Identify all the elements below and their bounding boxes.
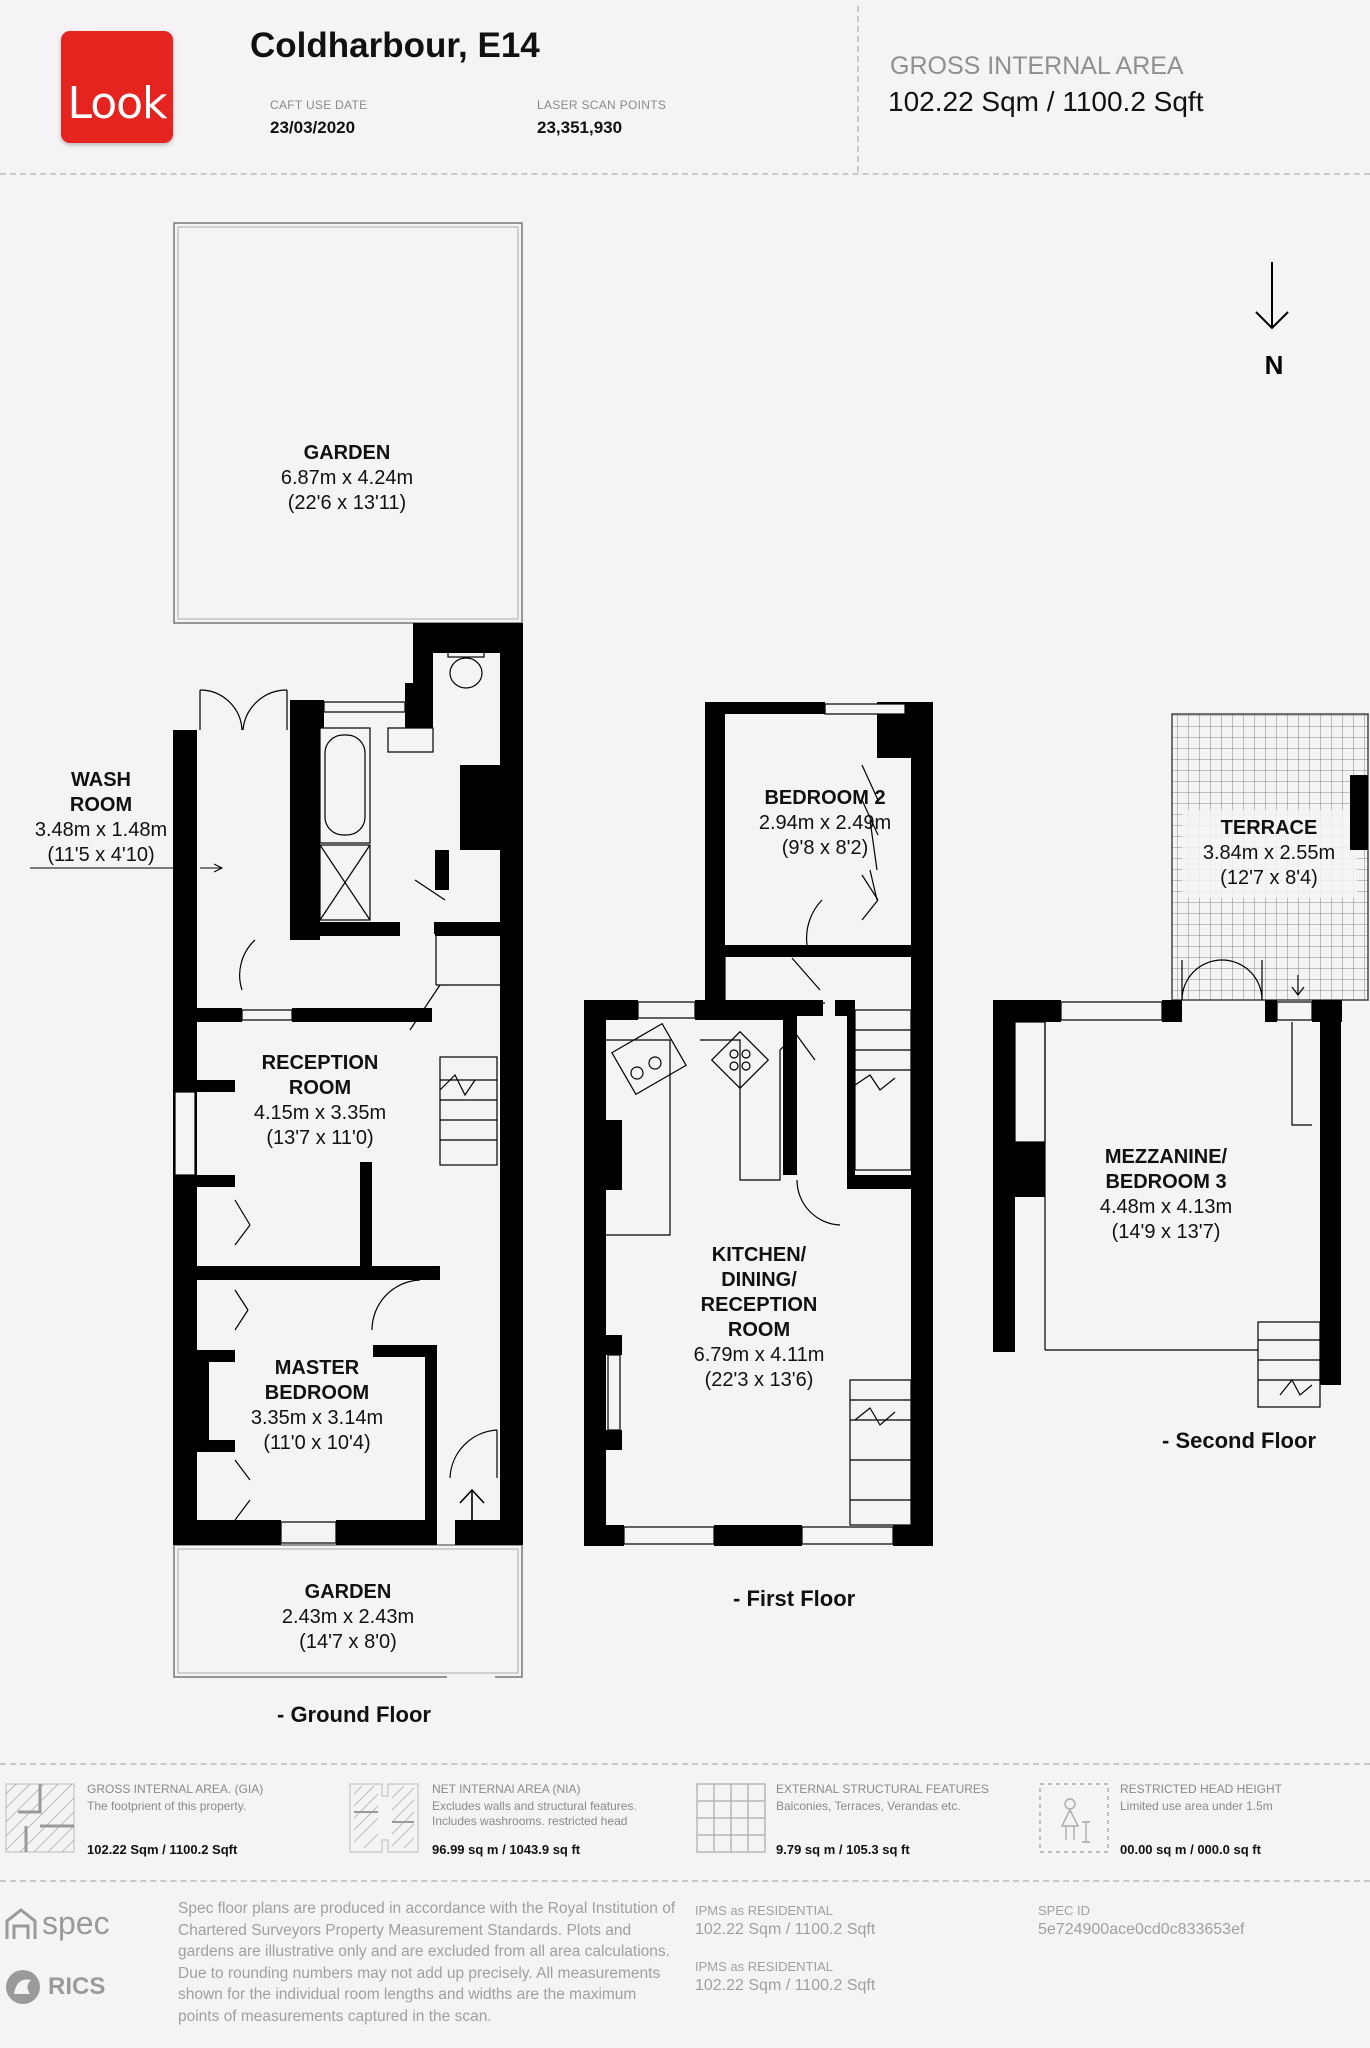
logo-text: Look: [67, 78, 167, 129]
summary-gia-desc: The footprient of this property.: [87, 1799, 247, 1813]
mezzanine-dim-m: 4.48m x 4.13m: [1100, 1196, 1232, 1218]
summary-separator-bottom: [0, 1880, 1370, 1882]
summary-nia-value: 96.99 sq m / 1043.9 sq ft: [432, 1842, 581, 1857]
person-height-icon: [1039, 1783, 1109, 1853]
summary-gia-title: GROSS INTERNAL AREA. (GIA): [87, 1782, 264, 1796]
front-garden-name: GARDEN: [305, 1581, 392, 1603]
rear-garden-outline: [173, 222, 523, 624]
summary-separator-top: [0, 1763, 1370, 1765]
spec-brand: spec: [42, 1905, 110, 1941]
gia-value: 102.22 Sqm / 1100.2 Sqft: [888, 86, 1204, 117]
first-floor-label: - First Floor: [733, 1586, 856, 1611]
gia-floorplan-icon: [5, 1783, 75, 1853]
front-garden-dim-ft: (14'7 x 8'0): [299, 1631, 397, 1653]
wash-room-dim-ft: (11'5 x 4'10): [47, 844, 154, 866]
master-dim-m: 3.35m x 3.14m: [251, 1407, 383, 1429]
summary-gia-value: 102.22 Sqm / 1100.2 Sqft: [87, 1842, 238, 1857]
ipms-1-value: 102.22 Sqm / 1100.2 Sqft: [695, 1921, 876, 1938]
terrace-name: TERRACE: [1221, 817, 1318, 839]
front-garden-dim-m: 2.43m x 2.43m: [282, 1606, 414, 1628]
disclaimer: Spec floor plans are produced in accorda…: [178, 1900, 676, 2025]
north-label: N: [1265, 350, 1284, 380]
header-separator: [0, 173, 1370, 175]
front-garden-inner: [177, 1548, 519, 1674]
second-floor-plan: TERRACE 3.84m x 2.55m (12'7 x 8'4) MEZZA…: [993, 713, 1369, 1453]
bedroom2-name: BEDROOM 2: [764, 787, 885, 809]
kitchen-name-2: DINING/: [721, 1269, 797, 1291]
rics-brand: RICS: [48, 1973, 106, 2000]
wash-room-name-2: ROOM: [70, 794, 132, 816]
spec-logo: spec: [4, 1905, 110, 1942]
summary-nia: [348, 1782, 420, 1859]
summary-external-title: EXTERNAL STRUCTURAL FEATURES: [776, 1782, 989, 1796]
second-floor-label: - Second Floor: [1162, 1428, 1316, 1453]
bedroom2-dim-m: 2.94m x 2.49m: [759, 812, 891, 834]
kitchen-name-4: ROOM: [728, 1319, 790, 1341]
nia-floorplan-icon: [349, 1783, 419, 1853]
grid-icon: [696, 1783, 766, 1853]
laser-label: LASER SCAN POINTS: [537, 98, 667, 112]
page-title: Coldharbour, E14: [250, 26, 540, 65]
mezzanine-name-2: BEDROOM 3: [1105, 1171, 1226, 1193]
wash-room-name-1: WASH: [71, 769, 131, 791]
north-arrow-icon: [1255, 262, 1289, 330]
floor-plan: GARDEN 6.87m x 4.24m (22'6 x 13'11) WASH…: [30, 222, 1369, 1727]
kitchen-dim-m: 6.79m x 4.11m: [694, 1344, 825, 1366]
spec-id-label: SPEC ID: [1038, 1903, 1091, 1918]
mezzanine-name-1: MEZZANINE/: [1105, 1146, 1228, 1168]
summary-restricted: [1038, 1782, 1110, 1859]
spec-id-value: 5e724900ace0cd0c833653ef: [1038, 1921, 1245, 1938]
summary-external-desc: Balconies, Terraces, Verandas etc.: [776, 1799, 961, 1813]
wash-room-dim-m: 3.48m x 1.48m: [35, 819, 167, 841]
rics-logo: RICS: [4, 1968, 105, 2006]
terrace-dim-m: 3.84m x 2.55m: [1203, 842, 1335, 864]
summary-nia-desc: Excludes walls and structural features. …: [432, 1799, 637, 1828]
gia-label: GROSS INTERNAL AREA: [890, 52, 1184, 80]
master-name-1: MASTER: [275, 1357, 360, 1379]
master-name-2: BEDROOM: [265, 1382, 369, 1404]
ipms-2-label: IPMS as RESIDENTIAL: [695, 1959, 833, 1974]
summary-restricted-desc: Limited use area under 1.5m: [1120, 1799, 1273, 1813]
terrace-dim-ft: (12'7 x 8'4): [1220, 867, 1318, 889]
kitchen-name-1: KITCHEN/: [712, 1244, 807, 1266]
ipms-2-value: 102.22 Sqm / 1100.2 Sqft: [695, 1977, 876, 1994]
kitchen-dim-ft: (22'3 x 13'6): [705, 1369, 814, 1391]
entrance-arrow-icon: [459, 1488, 485, 1525]
rear-garden-dim-ft: (22'6 x 13'11): [288, 492, 406, 514]
caft-label: CAFT USE DATE: [270, 98, 368, 112]
kitchen-name-3: RECEPTION: [701, 1294, 818, 1316]
caft-value: 23/03/2020: [270, 118, 356, 137]
first-floor-plan: BEDROOM 2 2.94m x 2.49m (9'8 x 8'2) KITC…: [584, 702, 933, 1611]
reception-name-2: ROOM: [289, 1077, 351, 1099]
summary-nia-title: NET INTERNAl AREA (NIA): [432, 1782, 581, 1796]
reception-dim-m: 4.15m x 3.35m: [254, 1102, 386, 1124]
rear-garden-dim-m: 6.87m x 4.24m: [281, 467, 413, 489]
summary-restricted-value: 00.00 sq m / 000.0 sq ft: [1120, 1842, 1261, 1857]
summary-external-value: 9.79 sq m / 105.3 sq ft: [776, 1842, 910, 1857]
rear-garden-name: GARDEN: [304, 442, 391, 464]
mezzanine-dim-ft: (14'9 x 13'7): [1112, 1221, 1221, 1243]
ipms-1-label: IPMS as RESIDENTIAL: [695, 1903, 833, 1918]
header-divider: [857, 6, 859, 172]
summary-gia: [4, 1782, 76, 1859]
master-dim-ft: (11'0 x 10'4): [263, 1432, 370, 1454]
rear-garden-inner: [177, 226, 519, 620]
bedroom2-dim-ft: (9'8 x 8'2): [782, 837, 869, 859]
ground-floor-label: - Ground Floor: [277, 1702, 431, 1727]
reception-name-1: RECEPTION: [262, 1052, 379, 1074]
look-logo: Look: [61, 31, 173, 143]
summary-external: [695, 1782, 767, 1859]
ground-floor-plan: GARDEN 6.87m x 4.24m (22'6 x 13'11) WASH…: [30, 222, 523, 1727]
rics-lion-icon: [6, 1970, 40, 2004]
reception-dim-ft: (13'7 x 11'0): [266, 1127, 373, 1149]
laser-value: 23,351,930: [537, 118, 623, 137]
summary-restricted-title: RESTRICTED HEAD HEIGHT: [1120, 1782, 1283, 1796]
spec-house-icon: [5, 1907, 37, 1939]
